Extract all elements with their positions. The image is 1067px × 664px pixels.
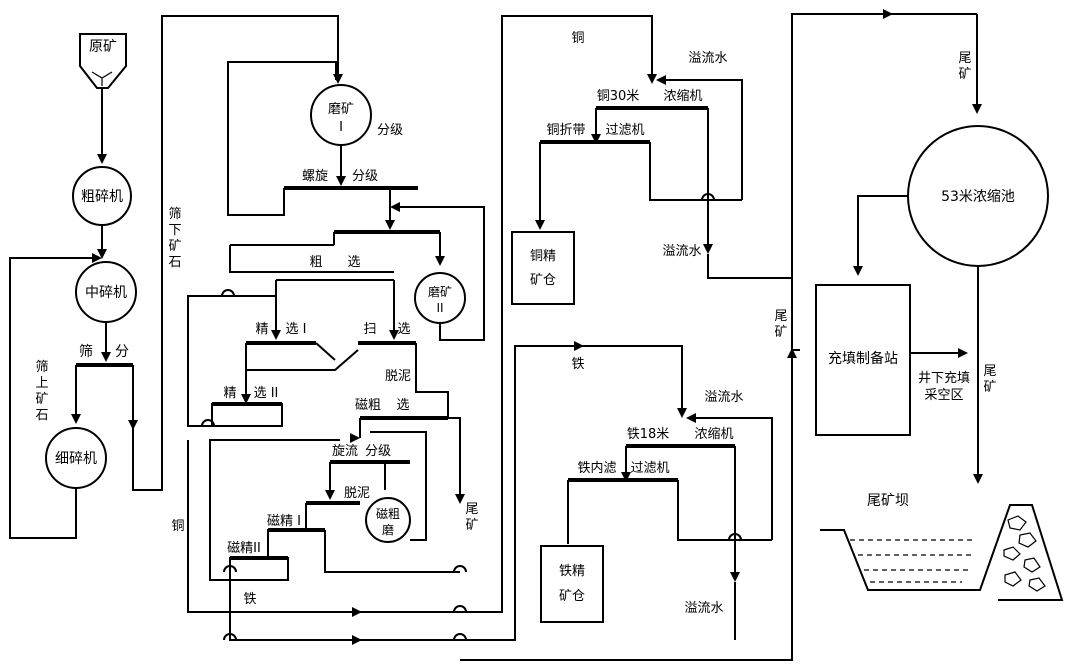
fe-filter-label-a: 铁内滤: [577, 460, 616, 476]
cu-bin-label-b: 矿仓: [530, 273, 556, 288]
fe-concentrate-bin: [540, 545, 604, 623]
backfill-station: [815, 284, 911, 436]
cu-filter-label-b: 过滤机: [605, 123, 644, 138]
spiral-classify-label: 分级: [352, 169, 378, 184]
backfill-label-b: 采空区: [924, 388, 963, 403]
fe-bin-label-b: 矿仓: [559, 589, 585, 604]
backfill-label-a: 井下充填: [918, 370, 970, 386]
fe-bin-label-a: 铁精: [559, 564, 585, 579]
cu-concentrate-bin: [511, 231, 575, 305]
cu-bin-label-a: 铜精: [530, 249, 556, 264]
screen-split-label: 分: [115, 344, 129, 360]
cleaner1-label-b: 选 I: [286, 322, 307, 337]
mag-rougher-label-a: 磁粗: [355, 398, 381, 413]
raw-ore-label: 原矿: [89, 39, 117, 55]
mill1-label-b: I: [339, 120, 343, 135]
undersize-label-1: 筛: [168, 207, 181, 222]
cu-overflow-top-label: 溢流水: [688, 51, 727, 66]
scavenger-label-b: 选: [397, 322, 410, 337]
mag-cleaner2-label: 磁精II: [227, 541, 261, 556]
cyclone-label: 旋流: [332, 444, 358, 459]
dam-rockfill: [1003, 515, 1046, 592]
lower-tailings-label-a: 尾: [983, 364, 996, 379]
iron-concentrate-section: 铁 溢流水 铁18米 浓缩机 铁内滤 过滤机 铁精 矿仓 溢流水: [460, 341, 773, 641]
top-tailings-label-a: 尾: [958, 51, 971, 66]
cu-thickener-label-a: 铜30米: [597, 89, 640, 104]
fine-crusher-label: 细碎机: [55, 451, 97, 467]
fe-thickener-label-b: 浓缩机: [694, 426, 733, 442]
right-tailings-label-a: 尾: [774, 309, 787, 324]
top-tailings-label-b: 矿: [958, 67, 971, 82]
mill1-label-a: 磨矿: [328, 102, 354, 117]
medium-crusher-label: 中碎机: [85, 285, 127, 301]
mill2-label-a: 磨矿: [428, 285, 452, 299]
oversize-label-4: 石: [35, 408, 48, 423]
coarse-crusher-label: 粗碎机: [81, 189, 123, 205]
mag-cleaner1-label: 磁精 I: [267, 514, 301, 529]
fe-filter-label-b: 过滤机: [630, 461, 669, 476]
thickener-53m-label: 53米浓缩池: [941, 189, 1015, 205]
screen-label: 筛: [79, 344, 93, 360]
hopper-symbol: [91, 71, 113, 86]
tailings-dam-label: 尾矿坝: [867, 493, 909, 509]
fe-overflow-top-label: 溢流水: [704, 390, 743, 405]
cleaner1-label-a: 精: [255, 322, 268, 337]
iron-stream-label: 铁: [243, 592, 256, 607]
mid-tailings-label-a: 尾: [465, 502, 478, 517]
right-tailings-label-b: 矿: [774, 325, 787, 340]
iron-top-label: 铁: [571, 357, 584, 372]
backfill-station-label: 充填制备站: [828, 350, 898, 367]
tailings-section: 尾 矿 尾 矿 53米浓缩池 充填制备站 井下充填 采空区 尾 矿 尾矿坝: [460, 9, 1064, 661]
raw-ore-hopper: [79, 33, 127, 89]
oversize-label-3: 矿: [35, 392, 48, 407]
fe-thickener-label-a: 铁18米: [627, 427, 670, 442]
undersize-label-3: 矿: [168, 239, 181, 254]
mag-rougher-label-b: 选: [396, 398, 409, 413]
tailings-dam: [820, 504, 1064, 601]
cyclone-classify-label: 分级: [365, 444, 391, 459]
lower-tailings-label-b: 矿: [983, 380, 996, 395]
fe-overflow-bottom-label: 溢流水: [684, 601, 723, 616]
copper-top-label: 铜: [571, 31, 584, 46]
rougher-label-a: 粗: [309, 255, 322, 270]
cleaner-2-cell: [211, 403, 283, 427]
line-crossovers: [201, 193, 742, 641]
mag-regrind-label-a: 磁粗: [376, 506, 400, 521]
scavenger-label-a: 扫: [363, 322, 376, 337]
spiral-label: 螺旋: [302, 169, 328, 184]
desludge2-label: 脱泥: [344, 486, 370, 501]
mag-cleaner-2-cell: [229, 557, 289, 581]
undersize-label-2: 下: [168, 223, 181, 238]
cleaner2-label-a: 精: [223, 386, 236, 401]
mag-regrind-label-b: 磨: [382, 523, 394, 537]
cleaner2-label-b: 选 II: [254, 386, 279, 401]
desludge-label: 脱泥: [385, 369, 411, 384]
oversize-label-1: 筛: [35, 360, 48, 375]
cu-filter-label-a: 铜折带: [546, 123, 585, 138]
cu-thickener-label-b: 浓缩机: [663, 88, 702, 104]
mill2-label-b: II: [436, 301, 443, 315]
rougher-label-b: 选: [347, 255, 360, 270]
classify-label: 分级: [377, 123, 403, 138]
cu-overflow-bottom-label: 溢流水: [662, 244, 701, 259]
mag-regrind-mill: [365, 497, 411, 543]
crushing-section: 原矿 粗碎机 中碎机 筛 分 筛 上 矿 石 细碎机 筛 下 矿 石: [9, 15, 343, 539]
grinding-flotation-section: 磨矿 I 分级 螺旋 分级 粗 选 磨矿 II: [171, 61, 485, 645]
undersize-label-4: 石: [168, 255, 181, 270]
oversize-label-2: 上: [35, 376, 48, 391]
copper-stream-label: 铜: [171, 519, 184, 534]
copper-concentrate-section: 铜 溢流水 铜30米 浓缩机 铜折带 过滤机 铜精 矿仓 溢流水: [460, 15, 792, 613]
mid-tailings-label-b: 矿: [465, 518, 478, 533]
